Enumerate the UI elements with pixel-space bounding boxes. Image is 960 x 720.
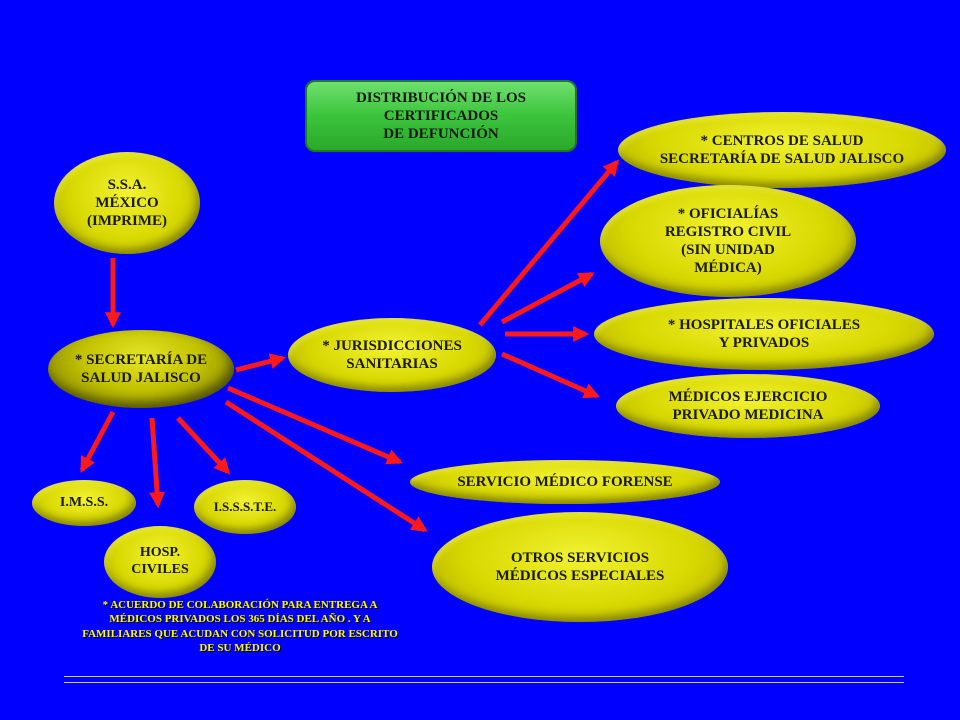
node-secretaria-salud-jalisco: * SECRETARÍA DE SALUD JALISCO [48,330,234,408]
arrow-secretaria-to-jurisdicciones [235,353,287,373]
arrow-secretaria-to-hosp-civiles [149,417,166,509]
arrow-jurisdicciones-to-centros [478,159,620,327]
node-hospitales-oficiales-privados: * HOSPITALES OFICIALES Y PRIVADOS [594,298,934,370]
arrow-secretaria-to-otros [224,399,428,533]
node-otros-servicios-medicos: OTROS SERVICIOS MÉDICOS ESPECIALES [432,512,728,622]
arrow-secretaria-to-forense [227,385,403,465]
diagram-title: DISTRIBUCIÓN DE LOS CERTIFICADOS DE DEFU… [305,80,577,152]
node-centros-de-salud: * CENTROS DE SALUD SECRETARÍA DE SALUD J… [618,112,946,188]
collaboration-note: * ACUERDO DE COLABORACIÓN PARA ENTREGA A… [82,599,398,654]
arrow-jurisdicciones-to-medicos [500,351,600,399]
node-issste: I.S.S.S.T.E. [194,480,296,534]
node-oficialias-registro-civil: * OFICIALÍAS REGISTRO CIVIL (SIN UNIDAD … [600,185,856,297]
node-jurisdicciones-sanitarias: * JURISDICCIONES SANITARIAS [288,318,496,392]
arrow-secretaria-to-imss [79,410,116,473]
node-imss: I.M.S.S. [32,480,136,526]
arrow-secretaria-to-issste [176,416,231,475]
node-ssa-mexico: S.S.A. MÉXICO (IMPRIME) [54,152,200,254]
node-hosp-civiles: HOSP. CIVILES [104,526,216,598]
node-medicos-ejercicio-privado: MÉDICOS EJERCICIO PRIVADO MEDICINA [616,374,880,438]
arrow-jurisdicciones-to-oficialias [500,271,595,325]
footer-rule [64,676,904,683]
node-servicio-medico-forense: SERVICIO MÉDICO FORENSE [410,460,720,504]
